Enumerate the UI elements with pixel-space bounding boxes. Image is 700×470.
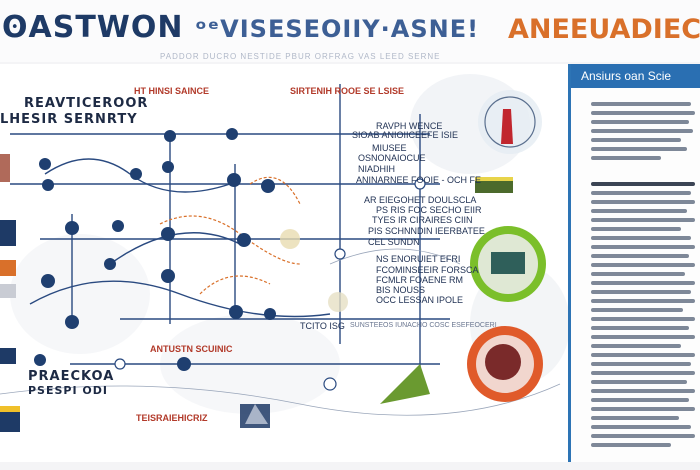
top-label: HT HINSI SAINCE — [134, 86, 210, 96]
glow-nodes — [280, 229, 348, 312]
mid-label-1: RAVPH WENCE — [376, 121, 443, 131]
list-item-9: BIS NOUSS — [376, 285, 426, 295]
list-item-4: PIS SCHNNDIN IEERBATEE — [368, 226, 485, 236]
hollow-nodes — [114, 178, 426, 391]
side-thumbnails — [0, 154, 513, 432]
network-diagram — [0, 74, 568, 432]
title-left-text: ʘASTWON — [2, 10, 184, 45]
orange-circle — [467, 326, 543, 402]
accent-arcs — [159, 176, 301, 295]
panel-header: Ansiurs oan Scie — [571, 64, 700, 88]
big-circle-top — [478, 90, 542, 154]
bottom-label-b: PRAECKOA — [28, 369, 115, 384]
title-mid-text: ᵒᵉVISESEOIIY·ASNE! — [194, 15, 480, 43]
list-item-6: NS ENORUIET EFRI — [376, 254, 461, 264]
list-item-7: FCOMINSEEIR FORSCA — [376, 265, 479, 275]
list-item-1: AR EIEGOHET DOULSCLA — [364, 195, 477, 205]
mid-label-6: ANINARNEE FOOIE - OCH FE — [356, 175, 482, 185]
diagram-heading-1: REAVTICEROOR — [24, 96, 149, 111]
page-title: ʘASTWON ᵒᵉVISESEOIIY·ASNE! — [2, 10, 479, 45]
bottom-label-d: TEISRAIEHICRIZ — [136, 413, 208, 423]
panel-title: Ansiurs oan Scie — [581, 69, 672, 83]
mid-label-2: SIOAB ANIOIICEEFE ISIE — [352, 130, 459, 140]
mid-label-5: NIADHIH — [358, 164, 396, 174]
info-panel: Ansiurs oan Scie — [568, 64, 700, 462]
bottom-mid-label: SUNSTEEOS IUNACHO COSC ESEFEOCERI — [350, 322, 497, 329]
list-item-8: FCMLR FOAENE RM — [376, 275, 464, 285]
top-label-2: SIRTENIH ROOE SE LSISE — [290, 86, 405, 96]
diagram-heading-2: LHESIR SERNRTY — [0, 112, 138, 127]
bottom-label-c: PSESPI ODI — [28, 384, 108, 397]
green-circle — [470, 226, 546, 302]
page-subtitle: PADDOR DUCRO NESTIDE PBUR ORFRAG VAS LEE… — [160, 52, 441, 61]
side-label: TCITO ISG — [300, 321, 345, 331]
mid-label-4: OSNONAIOCUE — [358, 153, 426, 163]
list-item-10: OCC LESSAN IPOLE — [376, 295, 464, 305]
header-bar — [0, 0, 700, 62]
list-item-2: PS RIS FOC SECHO EIIR — [376, 205, 482, 215]
list-item-5: CEL SUNDN — [368, 237, 420, 247]
thin-lines — [0, 248, 561, 416]
mid-label-3: MIUSEE — [372, 143, 407, 153]
page-title-accent: ANEEUADIEC — [508, 14, 700, 45]
list-item-3: TYES IR CIRAIRES CIIN — [372, 215, 473, 225]
bottom-label-a: ANTUSTN SCUINIC — [150, 344, 233, 354]
network-nodes — [34, 128, 276, 371]
